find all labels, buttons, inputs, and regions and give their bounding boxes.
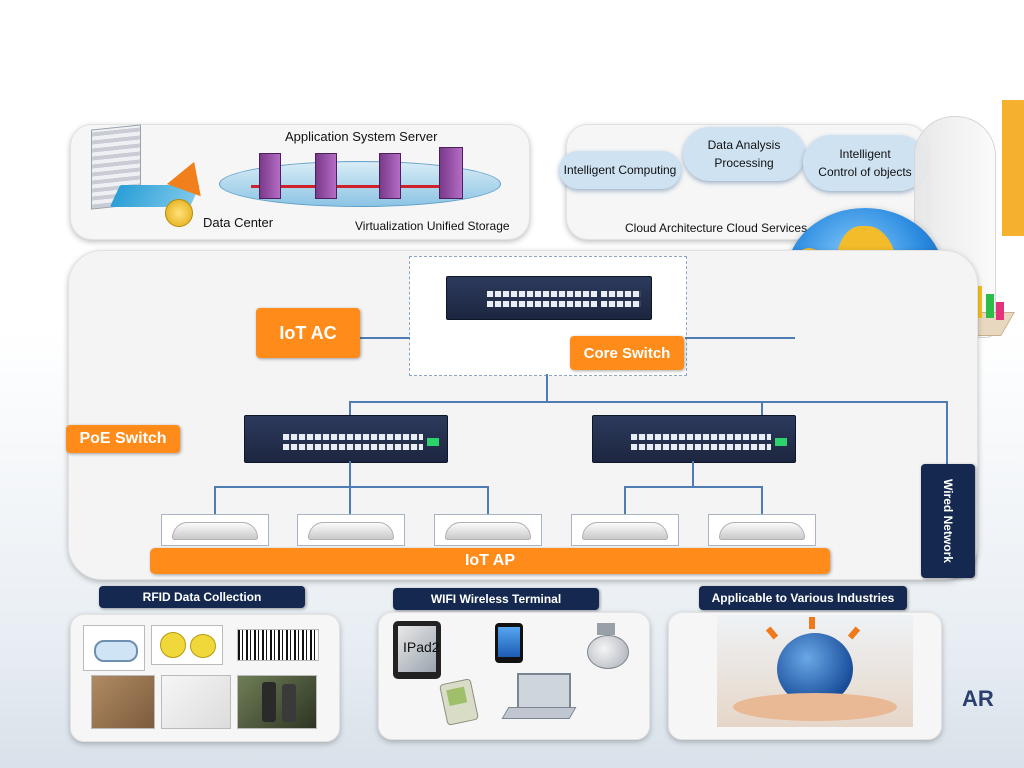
link-to-poe-left [349, 401, 351, 417]
link-ap-bus-left [214, 486, 488, 488]
cloud-caption: Cloud Architecture Cloud Services [625, 221, 808, 235]
dome-camera-icon [583, 623, 631, 673]
link-core-down [546, 374, 548, 402]
server-tower-icon [379, 153, 401, 199]
rfid-panel [70, 614, 340, 742]
rfid-tag-icon [151, 625, 223, 665]
link-ap-1 [214, 486, 216, 514]
application-server-panel: Application System Server Data Center Vi… [70, 124, 530, 240]
sfp-ports [487, 301, 597, 307]
server-tower-icon [259, 153, 281, 199]
link-ap-3 [487, 486, 489, 514]
link-ap-4 [624, 486, 626, 514]
smartphone-icon [495, 623, 523, 663]
poe-ports [283, 444, 423, 450]
light-ray [847, 626, 861, 640]
iot-ap-bar: IoT AP [150, 548, 830, 574]
poe-ports [631, 444, 771, 450]
poe-ports [631, 434, 771, 440]
status-led [427, 438, 439, 446]
barcode-icon [237, 629, 319, 661]
rj45-ports [601, 301, 641, 307]
industries-panel [668, 612, 942, 740]
sfp-ports [487, 291, 597, 297]
link-ap-2 [349, 486, 351, 514]
handheld-reader-icon [237, 675, 317, 729]
data-analysis-cloud: Data Analysis Processing [683, 127, 805, 181]
core-switch-label: Core Switch [570, 336, 684, 370]
laptop-icon [501, 673, 577, 725]
hands-globe-image [717, 615, 913, 727]
server-tower-icon [315, 153, 337, 199]
wired-network-label: Wired Network [921, 464, 975, 578]
rfid-wristband-icon [83, 625, 145, 671]
poe-switch-right [592, 415, 796, 463]
link-ap-bus-right [624, 486, 762, 488]
accent-bar [1002, 100, 1024, 236]
link-ap-5 [761, 486, 763, 514]
light-ray [765, 626, 779, 640]
rfid-inlay-icon [91, 675, 155, 729]
link-to-wired [946, 401, 948, 465]
link-distribution-bus [349, 401, 947, 403]
light-ray [809, 617, 815, 629]
access-point [434, 514, 542, 546]
rj45-ports [601, 291, 641, 297]
link-ac-core [360, 337, 410, 339]
application-server-title: Application System Server [285, 129, 438, 144]
intelligent-control-label-1: Intelligent [839, 147, 891, 161]
storage-link-line [251, 185, 451, 188]
data-analysis-label-1: Data Analysis [707, 138, 781, 152]
core-switch-device [446, 276, 652, 320]
data-analysis-label-2: Processing [714, 156, 774, 170]
link-poe-right-down [692, 461, 694, 487]
hands-icon [733, 693, 897, 721]
poe-switch-label: PoE Switch [66, 425, 180, 453]
ipad-icon: IPad2 [393, 621, 441, 679]
gold-coins-icon [165, 199, 193, 227]
link-to-poe-right [761, 401, 763, 417]
access-point [571, 514, 679, 546]
link-core-globe [685, 337, 795, 339]
poe-ports [283, 434, 423, 440]
intelligent-control-label-2: Control of objects [818, 165, 912, 179]
wifi-header: WIFI Wireless Terminal [393, 588, 599, 610]
status-led [775, 438, 787, 446]
intelligent-computing-label: Intelligent Computing [563, 163, 677, 177]
wired-network-text: Wired Network [941, 479, 955, 563]
rfid-header: RFID Data Collection [99, 586, 305, 608]
access-point [708, 514, 816, 546]
industries-header: Applicable to Various Industries [699, 586, 907, 610]
storage-label: Virtualization Unified Storage [355, 219, 510, 233]
pda-icon [438, 678, 480, 726]
poe-switch-left [244, 415, 448, 463]
ipad-label: IPad2 [403, 639, 440, 655]
link-poe-left-down [349, 461, 351, 487]
access-point [161, 514, 269, 546]
intelligent-control-cloud: Intelligent Control of objects [803, 135, 927, 191]
intelligent-computing-cloud: Intelligent Computing [559, 151, 681, 189]
iot-ac-label: IoT AC [256, 308, 360, 358]
wifi-panel: IPad2 [378, 612, 650, 740]
data-center-label: Data Center [203, 215, 274, 230]
brand-logo-partial: AR [962, 686, 994, 711]
server-tower-icon [439, 147, 463, 199]
access-point [297, 514, 405, 546]
rfid-label-icon [161, 675, 231, 729]
